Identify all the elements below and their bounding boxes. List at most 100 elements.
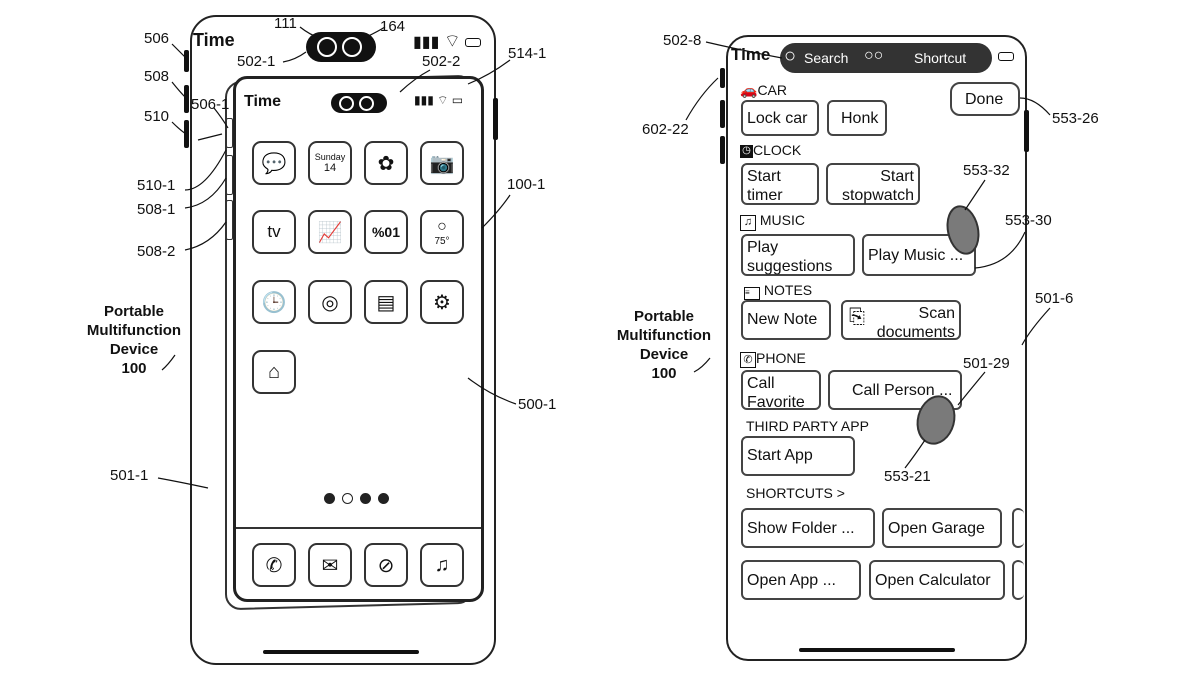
- show-folder-button[interactable]: Show Folder ...: [741, 508, 875, 548]
- ref-506: 506: [144, 30, 170, 47]
- camera-app-icon[interactable]: 📷: [420, 141, 464, 185]
- side-button-right-2[interactable]: [1024, 110, 1029, 152]
- calendar-app-icon[interactable]: Sunday 14: [308, 141, 352, 185]
- sun-icon: ○: [437, 217, 447, 235]
- percent-app-icon[interactable]: %01: [364, 210, 408, 254]
- side-button-602-22-c[interactable]: [720, 136, 725, 164]
- ref-500-1: 500-1: [518, 396, 557, 413]
- leader-line: [161, 354, 176, 371]
- open-app-button[interactable]: Open App ...: [741, 560, 861, 600]
- ref-553-30: 553-30: [1005, 212, 1052, 229]
- stocks-app-icon[interactable]: 📈: [308, 210, 352, 254]
- activity-app-icon[interactable]: ◎: [308, 280, 352, 324]
- caption-line: Multifunction: [86, 322, 182, 339]
- lock-car-button[interactable]: Lock car: [741, 100, 819, 136]
- side-button-506[interactable]: [184, 50, 189, 72]
- play-suggestions-line1: Play: [747, 239, 779, 256]
- ref-502-2: 502-2: [422, 53, 461, 70]
- ref-553-32: 553-32: [963, 162, 1010, 179]
- weather-app-icon[interactable]: ○ 75°: [420, 210, 464, 254]
- notes-app-icon[interactable]: ▤: [364, 280, 408, 324]
- clock-icon: ◷: [740, 144, 753, 158]
- clock-app-icon[interactable]: 🕒: [252, 280, 296, 324]
- settings-app-icon[interactable]: ⚙: [420, 280, 464, 324]
- scan-documents-line1: Scan: [918, 305, 955, 322]
- scan-documents-button[interactable]: ⎘ Scan documents: [841, 300, 961, 341]
- camera-lens-icon: [359, 96, 374, 111]
- ref-553-21: 553-21: [884, 468, 931, 485]
- open-garage-button[interactable]: Open Garage: [882, 508, 1002, 548]
- partial-shortcut-button[interactable]: [1012, 560, 1024, 600]
- camera-lens-icon: [339, 96, 354, 111]
- tv-label: tv: [267, 222, 281, 241]
- photos-app-icon[interactable]: ✿: [364, 141, 408, 185]
- start-app-button[interactable]: Start App: [741, 436, 855, 476]
- safari-app-icon[interactable]: ⊘: [364, 543, 408, 587]
- leader-line: [299, 26, 321, 39]
- side-button-602-22-b[interactable]: [720, 100, 725, 128]
- start-stopwatch-line1: Start: [880, 168, 914, 185]
- open-calculator-button[interactable]: Open Calculator: [869, 560, 1005, 600]
- section-shortcuts-title[interactable]: SHORTCUTS >: [746, 485, 845, 501]
- ref-510-1: 510-1: [137, 177, 176, 194]
- section-phone-title: ✆PHONE: [740, 350, 806, 368]
- start-timer-line2: timer: [747, 187, 783, 204]
- music-label: MUSIC: [759, 212, 806, 228]
- home-app-icon[interactable]: ⌂: [252, 350, 296, 394]
- call-favorite-line2: Favorite: [747, 394, 805, 411]
- section-third-party-title: THIRD PARTY APP: [746, 418, 869, 434]
- partial-shortcut-button[interactable]: [1012, 508, 1024, 548]
- mail-app-icon[interactable]: ✉: [308, 543, 352, 587]
- new-note-button[interactable]: New Note: [741, 300, 831, 340]
- notes-label: NOTES: [763, 282, 813, 298]
- side-button-right[interactable]: [493, 98, 498, 140]
- page-dot[interactable]: [378, 493, 389, 504]
- dock: ✆ ✉ ⊘ ♫: [236, 527, 481, 599]
- section-music-title: ♫ MUSIC: [740, 212, 805, 231]
- side-button-508[interactable]: [184, 85, 189, 113]
- side-button-510[interactable]: [184, 120, 189, 148]
- done-button[interactable]: Done: [950, 82, 1020, 116]
- search-label[interactable]: Search: [804, 50, 849, 66]
- inner-dynamic-island: [331, 93, 387, 113]
- start-timer-button[interactable]: Start timer: [741, 163, 819, 205]
- side-button-602-22-a[interactable]: [720, 68, 725, 88]
- shortcut-label[interactable]: Shortcut: [914, 50, 967, 66]
- leader-line: [693, 357, 711, 373]
- inner-button-508-2[interactable]: [226, 200, 233, 240]
- leader-line: [157, 477, 209, 489]
- messages-app-icon[interactable]: 💬: [252, 141, 296, 185]
- leader-line: [184, 221, 227, 251]
- music-app-icon[interactable]: ♫: [420, 543, 464, 587]
- leader-line: [171, 81, 187, 99]
- leader-line: [705, 41, 783, 59]
- phone-app-icon[interactable]: ✆: [252, 543, 296, 587]
- leader-line: [957, 371, 986, 406]
- inner-button-508-1[interactable]: [226, 155, 233, 195]
- search-shortcut-bar[interactable]: ○ Search ○○ Shortcut: [780, 43, 992, 73]
- caption-line: 100: [651, 365, 677, 382]
- play-suggestions-button[interactable]: Play suggestions: [741, 234, 855, 276]
- call-favorite-button[interactable]: Call Favorite: [741, 370, 821, 411]
- caption-line: Device: [639, 346, 689, 363]
- start-stopwatch-line2: stopwatch: [841, 187, 914, 204]
- honk-button[interactable]: Honk: [827, 100, 887, 136]
- section-car-title: 🚗CAR: [740, 82, 787, 99]
- play-suggestions-line2: suggestions: [747, 258, 833, 275]
- inner-device-screen: Time ▮▮▮ ⌔ ▭ 💬 Sunday 14 ✿ 📷 tv 📈 %01 ○ …: [233, 76, 484, 602]
- car-icon: 🚗: [740, 82, 758, 98]
- ref-501-1: 501-1: [110, 467, 149, 484]
- scan-documents-line2: documents: [876, 324, 955, 341]
- ref-100-1: 100-1: [507, 176, 546, 193]
- inner-button-510-1[interactable]: [226, 118, 233, 148]
- ref-553-26: 553-26: [1052, 110, 1099, 127]
- tv-app-icon[interactable]: tv: [252, 210, 296, 254]
- start-stopwatch-button[interactable]: Start stopwatch: [826, 163, 920, 205]
- page-dot[interactable]: [342, 493, 353, 504]
- leader-line: [481, 194, 511, 229]
- leader-line: [685, 77, 719, 121]
- page-dot-active[interactable]: [324, 493, 335, 504]
- page-dot[interactable]: [360, 493, 371, 504]
- search-icon: ○: [784, 45, 797, 67]
- calendar-date: 14: [323, 162, 337, 174]
